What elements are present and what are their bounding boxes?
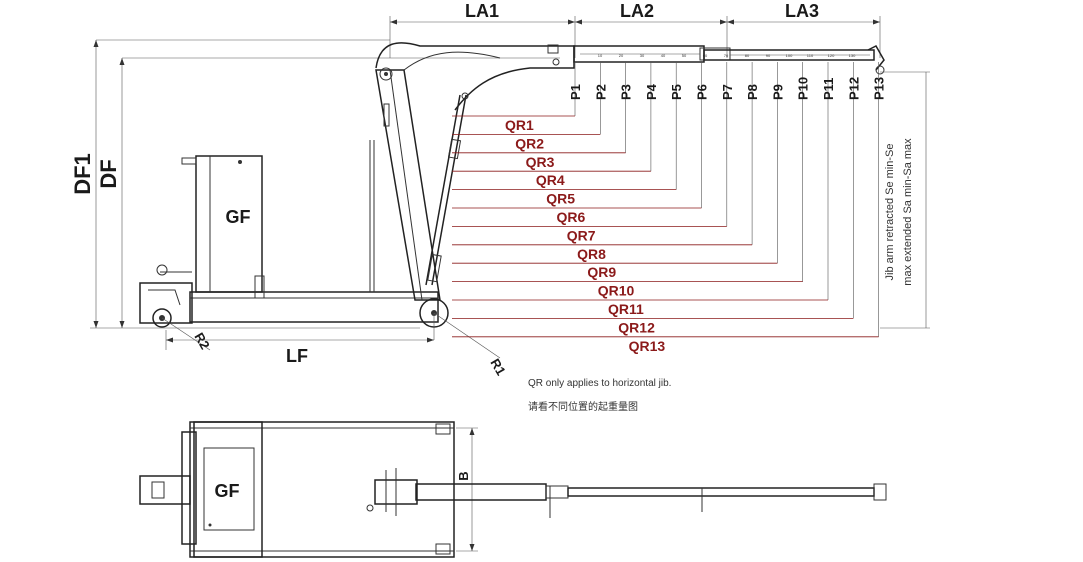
- front-wheel: [419, 298, 501, 359]
- position-label: P1: [568, 84, 583, 100]
- position-label: P6: [695, 84, 710, 100]
- reach-lines: QR1QR2QR3QR4QR5QR6QR7QR8QR9QR10QR11QR12Q…: [452, 115, 879, 354]
- position-label: P5: [669, 84, 684, 100]
- jib-scale-label: 80: [745, 53, 750, 58]
- reach-label: QR10: [598, 283, 635, 299]
- la-dimension-line: [389, 16, 881, 58]
- reach-label: QR12: [618, 319, 655, 335]
- qr-note: QR only applies to horizontal jib.: [528, 378, 671, 389]
- reach-label: QR13: [629, 338, 666, 354]
- jib-scale-label: 30: [640, 53, 645, 58]
- position-label: P4: [644, 83, 659, 100]
- position-label: P7: [720, 84, 735, 100]
- jib: [573, 45, 885, 75]
- r2-leader: [161, 317, 211, 351]
- reach-label: QR6: [557, 209, 586, 225]
- jib-scale-label: 20: [619, 53, 624, 58]
- chassis: [139, 155, 439, 328]
- jib-scale-label: 90: [766, 53, 771, 58]
- lf-dimension: [165, 330, 434, 350]
- jib-scale-label: 110: [807, 53, 814, 58]
- reach-label: QR4: [536, 172, 565, 188]
- la2-label: LA2: [620, 1, 654, 21]
- jib-scale-label: 40: [661, 53, 666, 58]
- df-label: DF: [96, 159, 121, 188]
- boom: [375, 42, 575, 286]
- extended-label: max extended Sa min-Sa max: [902, 138, 914, 286]
- r2-label: R2: [191, 330, 212, 352]
- reach-label: QR9: [587, 264, 616, 280]
- counterweight-label-side: GF: [226, 207, 251, 227]
- position-labels: P1 P2 P3 P4 P5 P6 P7 P8 P9 P10 P11 P12 P13: [568, 62, 887, 337]
- reach-label: QR1: [505, 117, 534, 133]
- position-label: P2: [593, 84, 608, 100]
- la1-label: LA1: [465, 1, 499, 21]
- lf-label: LF: [286, 346, 308, 366]
- position-label: P11: [821, 78, 836, 100]
- position-label: P10: [796, 77, 811, 100]
- jib-scale-label: 70: [724, 53, 729, 58]
- position-label: P12: [846, 77, 861, 100]
- reach-label: QR2: [515, 135, 544, 151]
- r1-label: R1: [487, 356, 508, 378]
- mast: [369, 67, 441, 301]
- retracted-label: Jib arm retracted Se min-Se: [884, 144, 896, 281]
- position-label: P3: [619, 84, 634, 100]
- position-label: P8: [745, 84, 760, 100]
- reach-label: QR7: [567, 227, 596, 243]
- la3-label: LA3: [785, 1, 819, 21]
- jib-scale: 10 20 30 40 50 60 70 80 90 100 110 120 130: [598, 53, 856, 58]
- height-reference: [880, 71, 930, 329]
- position-label: P9: [770, 84, 785, 100]
- cn-note: 请看不同位置的起重量图: [528, 400, 638, 413]
- position-label: P13: [872, 77, 887, 100]
- jib-scale-label: 120: [828, 53, 835, 58]
- reach-label: QR11: [608, 301, 644, 317]
- b-label: B: [456, 471, 471, 480]
- df-dimension-lines: [90, 39, 560, 329]
- jib-scale-label: 60: [703, 53, 708, 58]
- df1-label: DF1: [70, 153, 95, 195]
- jib-scale-label: 100: [786, 53, 793, 58]
- counterweight-label-top: GF: [215, 481, 240, 501]
- reach-label: QR8: [577, 246, 606, 262]
- reach-label: QR3: [526, 154, 555, 170]
- jib-scale-label: 10: [598, 53, 603, 58]
- jib-scale-label: 50: [682, 53, 687, 58]
- reach-label: QR5: [546, 191, 575, 207]
- jib-scale-label: 130: [849, 53, 856, 58]
- top-view: [139, 421, 887, 558]
